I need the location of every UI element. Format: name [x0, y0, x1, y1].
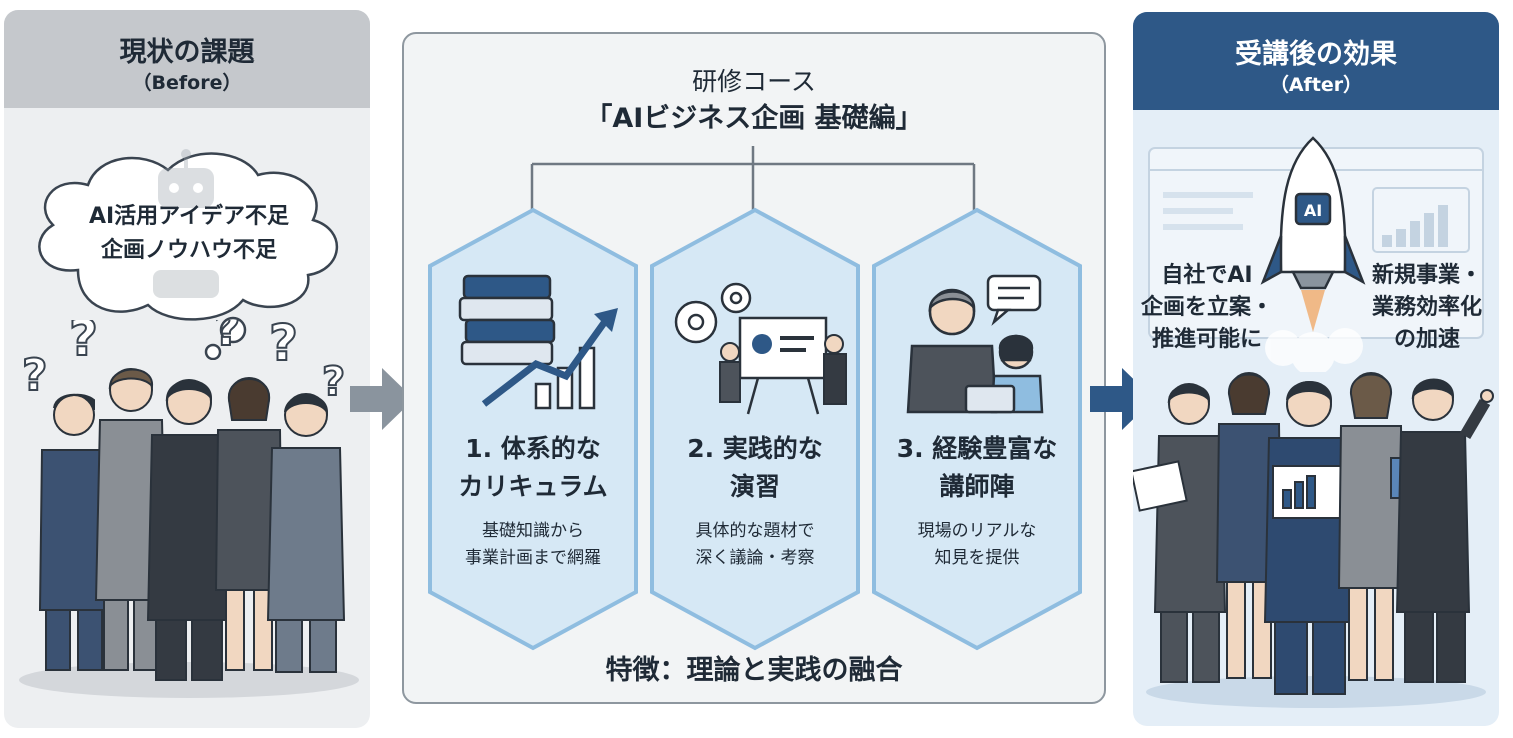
feature-title-2: 2. 実践的な [687, 434, 823, 463]
effect-left-line-3: 推進可能に [1151, 327, 1262, 352]
arrow-right-icon [350, 368, 414, 430]
after-title: 受講後の効果 [1235, 39, 1397, 70]
effect-left-line-2: 企画を立案・ [1140, 295, 1273, 320]
effect-left: 自社でAI 企画を立案・ 推進可能に [1137, 260, 1277, 356]
course-footer: 特徴：理論と実践の融合 [605, 655, 903, 686]
feature-desc-1: 基礎知識から [482, 521, 584, 541]
feature-card-1: 1. 体系的な カリキュラム 基礎知識から 事業計画まで網羅 [426, 206, 640, 652]
after-subtitle: （After） [1269, 74, 1363, 96]
thought-line-2: 企画ノウハウ不足 [100, 238, 277, 263]
feature-desc-2: 具体的な題材で [695, 521, 815, 541]
course-name: 「AIビジネス企画 基礎編」 [585, 103, 923, 134]
svg-text:AI: AI [1304, 201, 1322, 220]
effect-left-line-1: 自社でAI [1161, 263, 1253, 288]
effect-right: 新規事業・ 業務効率化 の加速 [1357, 260, 1497, 356]
feature-desc-1b: 事業計画まで網羅 [465, 548, 601, 568]
before-header: 現状の課題 （Before） [4, 10, 370, 108]
effect-right-line-3: の加速 [1393, 327, 1460, 352]
feature-card-2: 2. 実践的な 演習 具体的な題材で 深く議論・考察 [648, 206, 862, 652]
rocket-icon [1260, 136, 1366, 290]
confused-team-illustration: ? ? ? ? ? [19, 320, 359, 698]
feature-title-1b: カリキュラム [458, 472, 608, 501]
instructor-student-icon [906, 274, 1044, 414]
feature-desc-3: 現場のリアルな [917, 521, 1037, 541]
feature-title-3b: 講師陣 [939, 472, 1015, 501]
after-panel: 受講後の効果 （After） AI [1133, 12, 1499, 726]
question-mark-icon: ? [22, 350, 48, 401]
feature-title-1: 1. 体系的な [465, 434, 601, 463]
effect-right-line-1: 新規事業・ [1371, 263, 1482, 288]
thought-line-1: AI活用アイデア不足 [88, 204, 290, 229]
question-mark-icon: ? [322, 359, 345, 405]
effect-right-line-2: 業務効率化 [1371, 295, 1482, 320]
confident-team-illustration [1133, 372, 1494, 708]
gears-presentation-icon [674, 282, 847, 415]
question-mark-icon: ? [214, 320, 241, 356]
question-mark-icon: ? [269, 320, 298, 372]
after-header: 受講後の効果 （After） [1133, 12, 1499, 110]
feature-card-3: 3. 経験豊富な 講師陣 現場のリアルな 知見を提供 [870, 206, 1084, 652]
before-title: 現状の課題 [119, 37, 255, 68]
before-subtitle: （Before） [132, 72, 242, 94]
feature-desc-2b: 深く議論・考察 [695, 548, 815, 568]
tree-connector [530, 146, 976, 212]
course-title: 研修コース [692, 67, 816, 96]
feature-title-2b: 演習 [729, 472, 780, 501]
robot-icon [153, 149, 219, 298]
thought-bubble [38, 149, 339, 360]
question-mark-icon: ? [69, 320, 98, 367]
feature-desc-3b: 知見を提供 [934, 548, 1020, 568]
feature-title-3: 3. 経験豊富な [896, 434, 1058, 463]
before-panel: 現状の課題 （Before） AI活用アイデア不足 企画ノウハウ不足 ? ? ?… [4, 10, 370, 728]
books-growth-chart-icon [458, 274, 618, 410]
rocket-dashboard-illustration: AI [1148, 136, 1484, 372]
course-panel: 研修コース 「AIビジネス企画 基礎編」 [402, 32, 1106, 704]
